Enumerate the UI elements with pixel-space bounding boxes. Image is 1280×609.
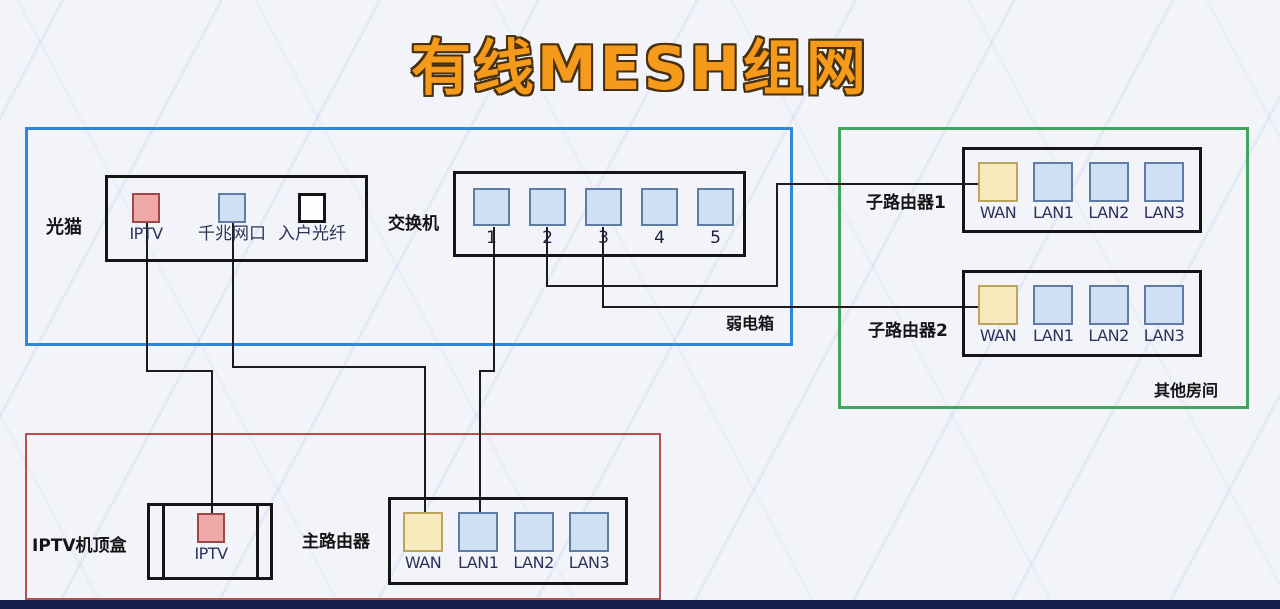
wire-port2-horizontal-low <box>546 285 778 287</box>
main-router-port-lan1: LAN1 <box>458 512 499 571</box>
subrouter1-wan-square <box>978 162 1018 202</box>
modem-port-iptv: IPTV <box>106 193 186 242</box>
stb-left-panel-line <box>162 506 165 577</box>
bottom-border-bar <box>0 600 1280 609</box>
main-router-ports: WAN LAN1 LAN2 LAN3 <box>403 512 610 571</box>
subrouter1-lan2-square <box>1088 162 1129 202</box>
wire-gigabit-horizontal <box>232 366 426 368</box>
stb-iptv-port-square <box>197 513 225 543</box>
stb-right-panel-line <box>256 506 259 577</box>
wire-iptv-vertical-2 <box>211 370 213 514</box>
main-router-label: 主路由器 <box>302 532 370 552</box>
switch-port-3-square <box>585 188 622 226</box>
wire-port1-horizontal <box>479 370 495 372</box>
weak-current-box-zone <box>25 127 793 346</box>
subrouter2-port-wan: WAN <box>978 285 1018 344</box>
subrouter2-port-lan2: LAN2 <box>1088 285 1129 344</box>
subrouter1-lan1-square <box>1033 162 1074 202</box>
subrouter1-label: 子路由器1 <box>866 193 946 213</box>
subrouter2-lan1-square <box>1033 285 1074 325</box>
switch-box: 1 2 3 4 5 <box>453 171 746 257</box>
subrouter1-port-lan1: LAN1 <box>1033 162 1074 221</box>
wire-gigabit-vertical-1 <box>232 222 234 368</box>
main-router-port-lan3: LAN3 <box>568 512 610 571</box>
subrouter2-label: 子路由器2 <box>868 321 948 341</box>
subrouter2-ports: WAN LAN1 LAN2 LAN3 <box>978 285 1185 344</box>
wire-port2-vertical-1 <box>546 227 548 287</box>
switch-port-2: 2 <box>529 188 566 247</box>
wire-port2-vertical-2 <box>776 183 778 287</box>
wire-gigabit-vertical-2 <box>424 366 426 513</box>
stb-port-iptv: IPTV <box>177 513 245 562</box>
subrouter1-port-lan3: LAN3 <box>1143 162 1185 221</box>
main-router-box: WAN LAN1 LAN2 LAN3 <box>388 497 628 585</box>
modem-label: 光猫 <box>46 217 82 238</box>
wire-port3-horizontal <box>602 306 980 308</box>
switch-port-5-square <box>697 188 734 226</box>
modem-port-fiber: 入户光纤 <box>272 193 352 243</box>
modem-gigabit-port-square <box>218 193 246 223</box>
switch-port-4: 4 <box>641 188 678 247</box>
main-router-lan3-square <box>568 512 609 552</box>
subrouter1-ports: WAN LAN1 LAN2 LAN3 <box>978 162 1185 221</box>
wire-port1-vertical-2 <box>479 370 481 513</box>
subrouter2-lan2-square <box>1088 285 1129 325</box>
switch-port-4-square <box>641 188 678 226</box>
main-router-lan1-square <box>458 512 499 552</box>
subrouter1-box: WAN LAN1 LAN2 LAN3 <box>962 147 1202 233</box>
subrouter2-port-lan3: LAN3 <box>1143 285 1185 344</box>
other-rooms-zone <box>838 127 1249 409</box>
wire-port3-vertical <box>602 227 604 308</box>
modem-iptv-port-square <box>132 193 160 223</box>
other-rooms-label: 其他房间 <box>1154 381 1219 400</box>
wire-iptv-vertical-1 <box>146 223 148 371</box>
subrouter1-port-lan2: LAN2 <box>1088 162 1129 221</box>
switch-ports: 1 2 3 4 5 <box>473 188 734 247</box>
wire-port2-horizontal-high <box>776 183 980 185</box>
modem-fiber-port-square <box>298 193 326 223</box>
main-router-port-wan: WAN <box>403 512 443 571</box>
switch-port-2-square <box>529 188 566 226</box>
switch-port-1-square <box>473 188 510 226</box>
subrouter2-port-lan1: LAN1 <box>1033 285 1074 344</box>
switch-port-3: 3 <box>585 188 622 247</box>
switch-port-5: 5 <box>697 188 734 247</box>
switch-label: 交换机 <box>388 214 439 234</box>
subrouter1-lan3-square <box>1143 162 1184 202</box>
subrouter1-port-wan: WAN <box>978 162 1018 221</box>
main-router-wan-square <box>403 512 443 552</box>
subrouter2-box: WAN LAN1 LAN2 LAN3 <box>962 270 1202 357</box>
stb-box: IPTV <box>147 503 273 580</box>
modem-box: IPTV 千兆网口 入户光纤 <box>105 175 368 262</box>
wire-port1-vertical-1 <box>493 227 495 372</box>
modem-port-gigabit: 千兆网口 <box>192 193 272 243</box>
wire-iptv-horizontal <box>146 370 213 372</box>
main-router-port-lan2: LAN2 <box>513 512 554 571</box>
stb-label: IPTV机顶盒 <box>32 536 127 556</box>
weak-current-box-label: 弱电箱 <box>726 314 775 333</box>
subrouter2-lan3-square <box>1143 285 1184 325</box>
switch-port-1: 1 <box>473 188 510 247</box>
subrouter2-wan-square <box>978 285 1018 325</box>
diagram-title: 有线MESH组网 <box>410 34 870 104</box>
living-room-zone <box>25 433 661 600</box>
main-router-lan2-square <box>513 512 554 552</box>
